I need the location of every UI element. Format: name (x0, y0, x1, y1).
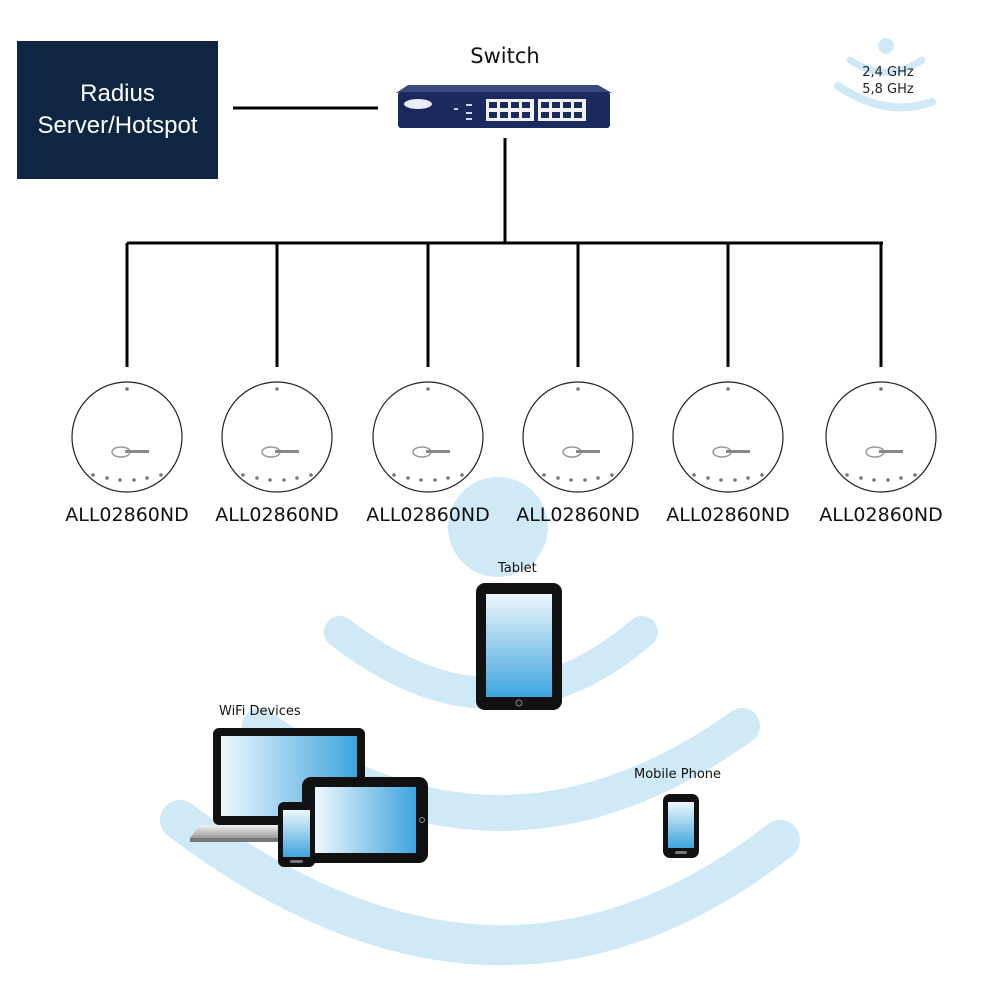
switch-ap-links (125, 138, 883, 367)
frequency-labels: 2,4 GHz 5,8 GHz (838, 64, 938, 98)
access-point-3 (372, 381, 484, 493)
ap-label-1: ALL02860ND (65, 504, 189, 526)
tablet-device (476, 583, 562, 710)
tablet-label: Tablet (498, 561, 537, 576)
access-point-5 (672, 381, 784, 493)
wifi-wave-3 (160, 800, 800, 966)
access-point-6 (825, 381, 937, 493)
server-label-line1: Radius (80, 80, 155, 107)
wifi-devices-label: WiFi Devices (219, 704, 301, 719)
ap-label-4: ALL02860ND (516, 504, 640, 526)
frequency-label-58: 5,8 GHz (862, 82, 914, 97)
switch-device (396, 85, 612, 128)
ap-label-2: ALL02860ND (215, 504, 339, 526)
mobile-phone-label: Mobile Phone (634, 767, 722, 782)
access-point-2 (221, 381, 333, 493)
access-point-4 (522, 381, 634, 493)
mobile-phone-device (663, 794, 699, 858)
radius-server-box: Radius Server/Hotspot (17, 41, 218, 179)
wifi-frequency-icon (834, 38, 936, 112)
switch-label: Switch (470, 44, 540, 68)
landscape-tablet-device (302, 777, 428, 863)
ap-label-6: ALL02860ND (819, 504, 943, 526)
ap-label-5: ALL02860ND (666, 504, 790, 526)
frequency-label-24: 2,4 GHz (862, 65, 914, 80)
small-phone-device (278, 802, 315, 867)
access-point-1 (71, 381, 183, 493)
access-points (71, 381, 937, 493)
ap-label-3: ALL02860ND (366, 504, 490, 526)
wifi-dot (448, 477, 548, 577)
wifi-devices-group (190, 728, 428, 867)
server-label-line2: Server/Hotspot (37, 112, 198, 139)
